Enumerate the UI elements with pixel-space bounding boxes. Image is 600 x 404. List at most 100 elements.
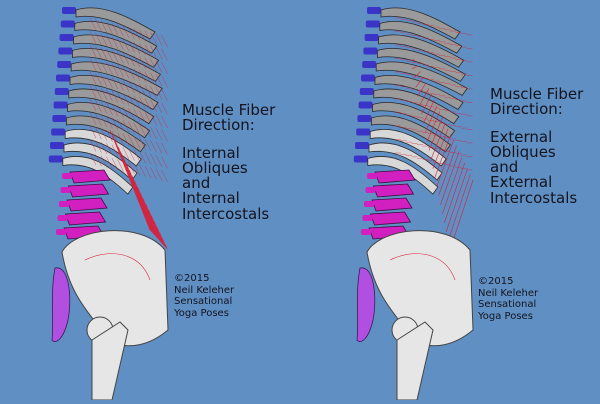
left-intercostal-fiber: [161, 61, 168, 75]
left-intercostal-fiber: [139, 56, 146, 69]
left-intercostal-fiber: [111, 90, 119, 103]
left-intercostal-fiber: [106, 129, 113, 143]
left-intercostal-fiber: [161, 142, 168, 156]
left-credit-line-2: Neil Keleher: [174, 284, 235, 296]
left-title-line-1: Muscle Fiber: [182, 101, 276, 119]
left-intercostal-fiber: [95, 100, 102, 113]
right-rib: [375, 61, 468, 96]
left-rib: [73, 34, 160, 68]
left-intercostal-fiber: [155, 141, 163, 154]
left-intercostal-fiber: [150, 99, 157, 112]
skeleton-left-panel: [48, 7, 169, 401]
left-intercostal-fiber: [100, 155, 108, 168]
left-psoas-muscle: [51, 267, 71, 342]
right-credit-line-1: ©2015: [478, 276, 514, 287]
left-credit-line-1: ©2015: [174, 273, 210, 284]
left-intercostal-fiber: [117, 37, 124, 51]
left-credit: ©2015 Neil Keleher Sensational Yoga Pose…: [174, 273, 234, 319]
right-sub-line-2: Obliques: [490, 142, 556, 161]
left-intercostal-fiber: [100, 33, 108, 47]
left-thoracic-vertebra: [50, 142, 64, 149]
left-thoracic-vertebra: [59, 34, 74, 41]
left-intercostal-fiber: [155, 46, 163, 60]
left-intercostal-fiber: [106, 102, 113, 116]
left-intercostal-fiber: [144, 84, 152, 98]
right-rib: [373, 88, 460, 125]
left-intercostal-fiber: [95, 73, 102, 86]
right-thoracic-vertebra: [363, 47, 378, 55]
left-oblique-fiber: [129, 169, 157, 237]
left-intercostal-fiber: [100, 87, 108, 101]
left-intercostal-fiber: [111, 117, 119, 130]
left-thoracic-vertebra: [52, 115, 67, 122]
left-intercostal-fiber: [122, 66, 130, 79]
left-lumbar-vertebra: [64, 211, 107, 226]
left-intercostal-fiber: [117, 78, 124, 91]
left-intercostal-fiber: [117, 64, 124, 78]
left-intercostal-fiber: [128, 107, 135, 121]
right-thoracic-vertebra: [358, 101, 373, 109]
left-thoracic-vertebra: [53, 101, 68, 109]
left-thoracic-vertebra: [62, 7, 76, 14]
left-intercostal-fiber: [117, 24, 124, 37]
left-rib: [62, 156, 134, 195]
left-intercostal-fiber: [161, 169, 168, 183]
left-title-line-2: Direction:: [182, 116, 255, 135]
left-intercostal-fiber: [150, 45, 157, 58]
left-thoracic-vertebra: [60, 20, 75, 28]
right-thoracic-vertebra: [357, 115, 372, 122]
left-lumbar-process: [60, 187, 71, 193]
left-intercostal-fiber: [106, 116, 113, 129]
left-intercostal-fiber: [139, 124, 146, 137]
right-lumbar-process: [365, 187, 376, 193]
left-lumbar-process: [57, 215, 68, 221]
left-intercostal-fiber: [89, 125, 97, 139]
left-intercostal-fiber: [106, 62, 113, 75]
left-thoracic-vertebra: [48, 155, 63, 163]
right-oblique-fiber: [447, 174, 471, 242]
left-oblique-fiber: [131, 175, 158, 238]
left-intercostal-fiber: [122, 120, 130, 133]
right-lumbar-vertebra: [374, 169, 416, 184]
left-intercostal-fiber: [128, 80, 135, 94]
left-intercostal-fiber: [122, 52, 130, 65]
right-sub-line-3: and: [490, 158, 519, 177]
left-oblique-fiber: [118, 147, 153, 233]
left-intercostal-fiber: [133, 122, 141, 136]
left-intercostal-fiber: [155, 154, 163, 168]
left-oblique-fiber: [164, 244, 168, 250]
right-pelvis-crest-line: [389, 253, 456, 281]
left-intercostal-fiber: [150, 113, 157, 126]
left-intercostal-fiber: [150, 32, 157, 45]
left-rib: [64, 129, 142, 167]
left-intercostal-fiber: [122, 106, 130, 119]
right-oblique-fiber: [411, 65, 418, 70]
left-intercostal-fiber: [95, 19, 102, 32]
right-sub-line-5: Intercostals: [490, 188, 578, 207]
left-oblique-fiber: [140, 192, 160, 241]
left-oblique-fiber: [153, 221, 164, 246]
left-intercostal-fiber: [155, 87, 163, 100]
left-intercostal-fiber: [117, 159, 124, 172]
left-intercostal-fiber: [161, 102, 168, 115]
left-thoracic-vertebra: [51, 128, 66, 136]
left-intercostal-fiber: [128, 53, 135, 67]
left-intercostal-fiber: [155, 73, 163, 87]
right-oblique-fiber: [415, 76, 424, 88]
left-intercostal-fiber: [89, 17, 97, 31]
right-lumbar-process: [367, 173, 377, 179]
left-intercostal-fiber: [139, 29, 146, 42]
right-thoracic-vertebra: [356, 128, 371, 136]
right-oblique-fiber: [442, 157, 463, 214]
left-intercostal-fiber: [133, 41, 141, 55]
left-intercostal-fiber: [161, 88, 168, 102]
left-oblique-fiber: [156, 227, 165, 247]
left-intercostal-fiber: [100, 60, 108, 74]
right-thoracic-vertebra: [359, 88, 374, 95]
left-title: Muscle Fiber Direction:: [182, 101, 276, 135]
right-title: Muscle Fiber Direction:: [490, 86, 583, 118]
left-oblique-fiber: [145, 204, 162, 243]
left-lumbar-vertebra: [67, 183, 110, 198]
left-intercostal-fiber: [128, 121, 135, 134]
left-intercostal-fiber: [117, 91, 124, 105]
